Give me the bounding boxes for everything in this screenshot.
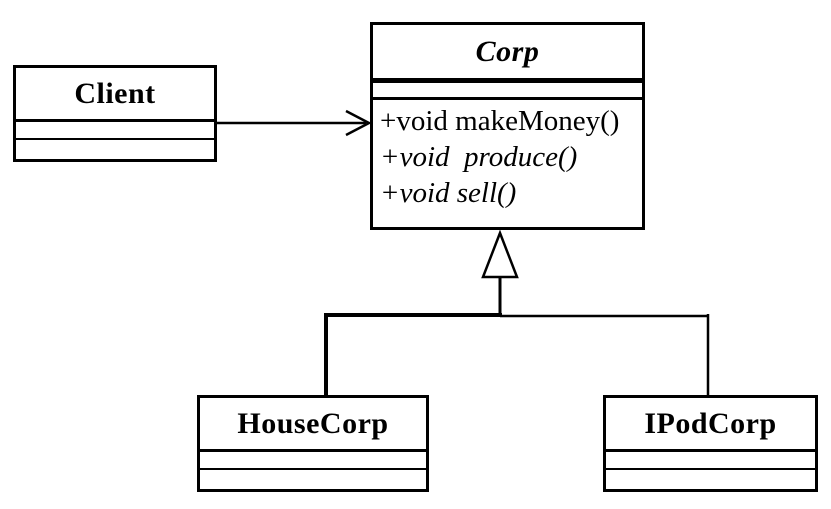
methods-section-housecorp xyxy=(200,470,426,489)
class-box-corp: Corp +void makeMoney() +void produce() +… xyxy=(370,22,645,230)
open-arrowhead-icon xyxy=(345,109,372,137)
hollow-triangle-icon xyxy=(481,229,519,279)
methods-section-ipodcorp xyxy=(606,470,815,489)
attributes-section-ipodcorp xyxy=(606,452,815,470)
method-produce: +void produce() xyxy=(380,141,578,173)
class-box-client: Client xyxy=(13,65,217,162)
attributes-section-corp xyxy=(373,83,642,100)
methods-section-client xyxy=(16,140,214,159)
method-sell: +void sell() xyxy=(380,177,517,209)
methods-section-corp: +void makeMoney() +void produce() +void … xyxy=(373,100,642,227)
class-name-housecorp: HouseCorp xyxy=(200,398,426,452)
class-name-corp: Corp xyxy=(373,25,642,83)
attributes-section-housecorp xyxy=(200,452,426,470)
class-name-ipodcorp: IPodCorp xyxy=(606,398,815,452)
method-makemoney: +void makeMoney() xyxy=(380,105,620,137)
class-box-housecorp: HouseCorp xyxy=(197,395,429,492)
class-name-client: Client xyxy=(16,68,214,122)
class-box-ipodcorp: IPodCorp xyxy=(603,395,818,492)
attributes-section-client xyxy=(16,122,214,140)
